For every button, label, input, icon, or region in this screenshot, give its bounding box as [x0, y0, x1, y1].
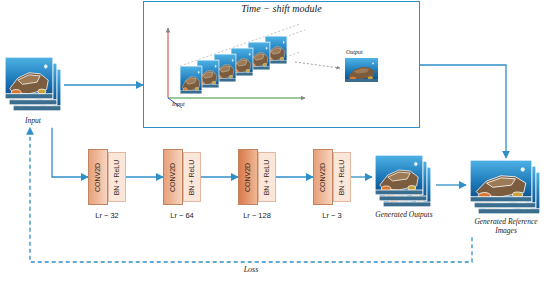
- layer-name: BN + ReLU: [339, 159, 346, 195]
- image-caption: Input: [2, 117, 64, 126]
- loss-connector: [30, 128, 472, 262]
- layer-name: CONV2D: [170, 162, 177, 191]
- layer-label: Lr − 3: [322, 211, 341, 220]
- module-box: Time − shift module: [143, 1, 420, 128]
- layer-name: BN + ReLU: [114, 159, 121, 195]
- image-stack: Generated Outputs: [372, 153, 436, 222]
- image-stack: Generated Reference Images: [466, 158, 546, 237]
- image-stack: Input: [2, 55, 64, 128]
- flow-arrow: [126, 176, 163, 177]
- layer-label: Lr − 32: [95, 211, 119, 220]
- conv-layer-box: CONV2D: [163, 149, 183, 205]
- bn-relu-box: BN + ReLU: [333, 152, 351, 202]
- flow-arrow: [420, 65, 506, 158]
- image-caption: Generated Reference Images: [466, 218, 546, 235]
- bn-relu-box: BN + ReLU: [183, 152, 201, 202]
- conv-layer-box: CONV2D: [238, 149, 258, 205]
- frame-label: Output: [346, 49, 363, 55]
- layer-name: CONV2D: [95, 162, 102, 191]
- layer-name: BN + ReLU: [264, 159, 271, 195]
- input-photo-stack: [5, 57, 61, 111]
- module-title: Time − shift module: [144, 3, 419, 14]
- flow-arrow: [276, 176, 313, 177]
- bn-relu-box: BN + ReLU: [108, 152, 126, 202]
- frame-label: Input: [172, 101, 185, 107]
- layer-name: CONV2D: [245, 162, 252, 191]
- output-photo-stack: [375, 155, 431, 207]
- edge-label: Loss: [242, 265, 261, 274]
- flow-arrow: [64, 84, 143, 85]
- layer-label: Lr − 64: [170, 211, 194, 220]
- flow-arrow: [52, 128, 88, 177]
- time-shift-illustration: [168, 24, 378, 108]
- conv-layer-box: CONV2D: [313, 149, 333, 205]
- flow-arrow: [201, 176, 238, 177]
- conv-layer-box: CONV2D: [88, 149, 108, 205]
- flow-arrow: [351, 176, 372, 177]
- layer-name: BN + ReLU: [189, 159, 196, 195]
- reference-photo-stack: [470, 160, 540, 214]
- layer-name: CONV2D: [320, 162, 327, 191]
- image-caption: Generated Outputs: [372, 211, 436, 220]
- flow-arrow: [436, 184, 466, 185]
- bn-relu-box: BN + ReLU: [258, 152, 276, 202]
- layer-label: Lr − 128: [243, 211, 271, 220]
